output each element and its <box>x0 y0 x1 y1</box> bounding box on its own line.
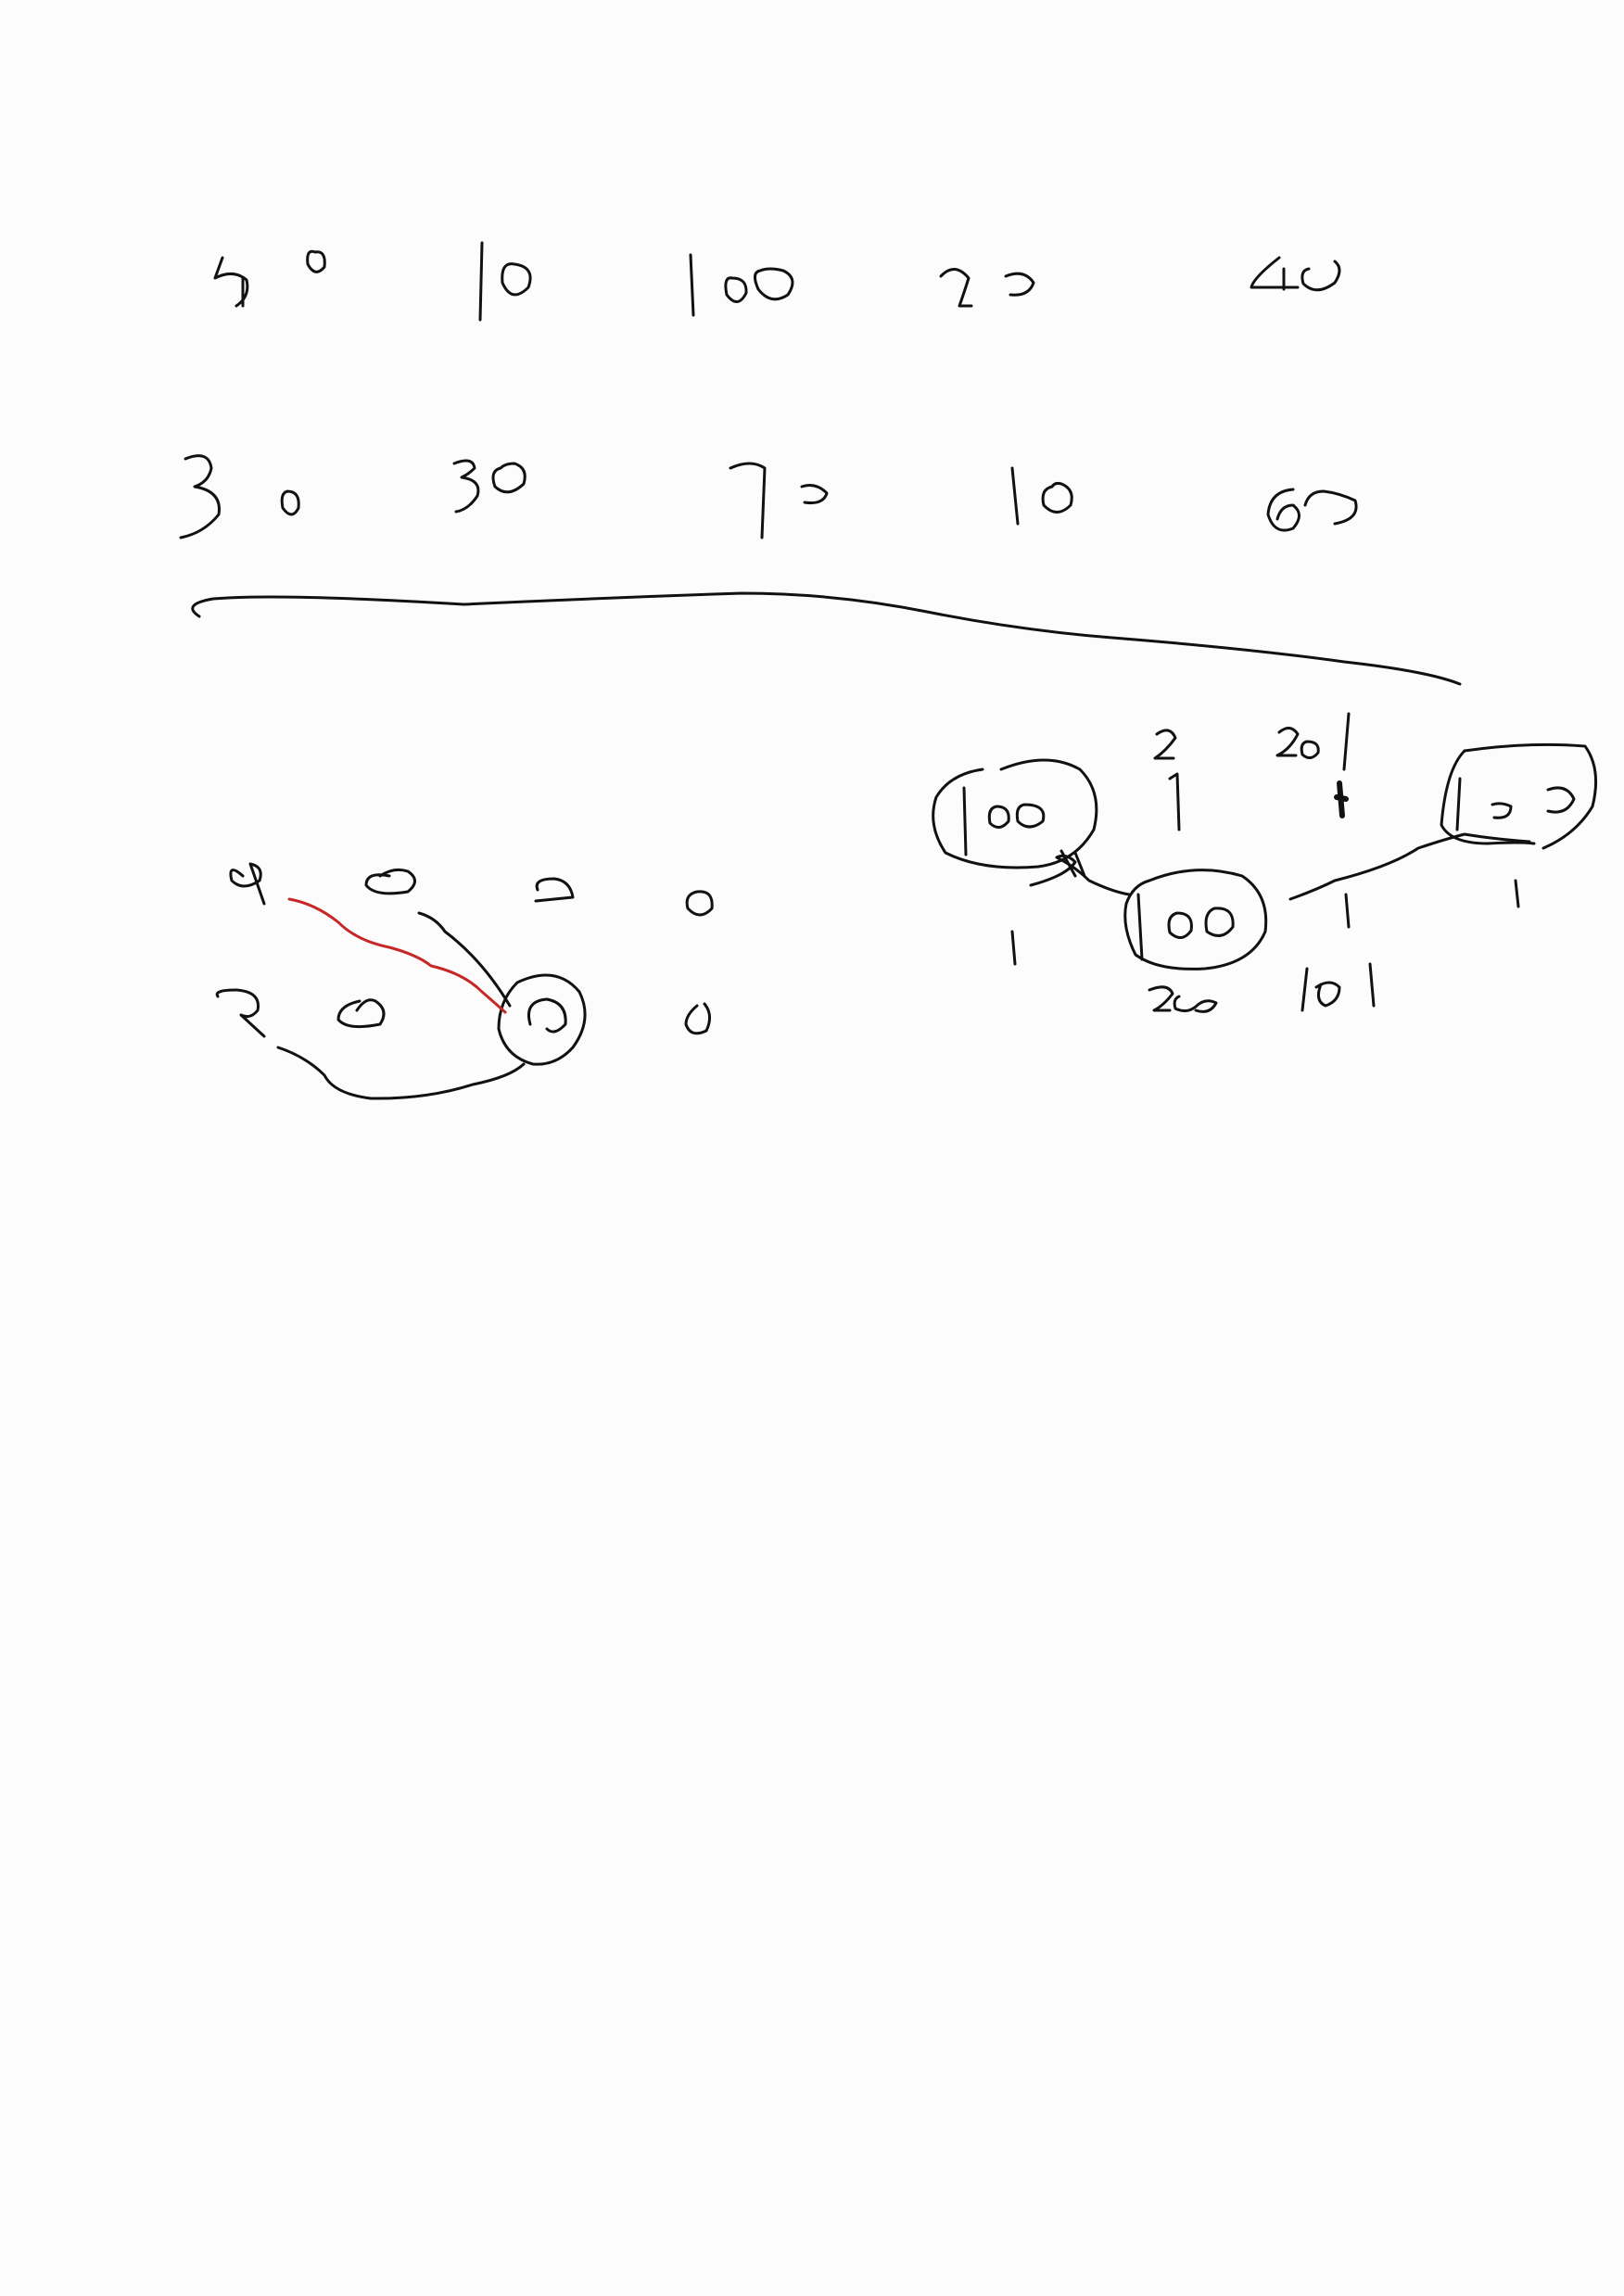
divider-stroke <box>191 591 1462 686</box>
left-graph-strokes <box>215 862 714 1100</box>
row2-strokes <box>179 454 1358 539</box>
right-graph-strokes <box>932 712 1598 1013</box>
row1-numbers: 50 10 100 20 40 <box>213 244 1327 322</box>
highlighted-edge <box>287 897 507 1014</box>
row2-numbers: 30 30 70 10 60 <box>185 438 1355 535</box>
row1-strokes <box>213 241 1341 322</box>
left-graph-labels: 9 0 0 0 9 0 0 0 <box>218 844 721 1043</box>
right-graph-labels: 100 100 100 2 1 201 1 1 200 1 101 1 <box>964 718 1557 1016</box>
